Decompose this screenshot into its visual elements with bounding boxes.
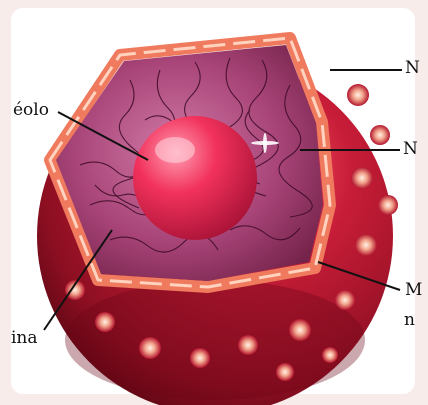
label-lamina-line1: M: [405, 282, 422, 299]
nuclear-pore: [370, 125, 390, 145]
nuclear-pore: [238, 335, 258, 355]
nuclear-pore: [347, 84, 369, 106]
nucleolus: [133, 116, 257, 240]
nucleolus-highlight: [155, 137, 195, 163]
nuclear-pore: [276, 363, 294, 381]
nuclear-pore: [95, 312, 115, 332]
nuclear-pore: [139, 337, 161, 359]
nuclear-pore: [289, 319, 311, 341]
nuclear-pore: [378, 195, 398, 215]
nuclear-pore: [355, 234, 377, 256]
nuclear-pore: [351, 167, 373, 189]
label-membrane: N: [405, 60, 420, 77]
nuclear-pore: [322, 347, 338, 363]
nuclear-pore: [190, 348, 210, 368]
label-nucleoplasm: N: [403, 141, 418, 158]
label-chromatin: ina: [11, 330, 38, 347]
sphere-shadow: [65, 280, 365, 400]
label-nucleolus: éolo: [13, 102, 49, 119]
nuclear-pore: [335, 290, 355, 310]
label-lamina-line2: n: [404, 312, 415, 329]
